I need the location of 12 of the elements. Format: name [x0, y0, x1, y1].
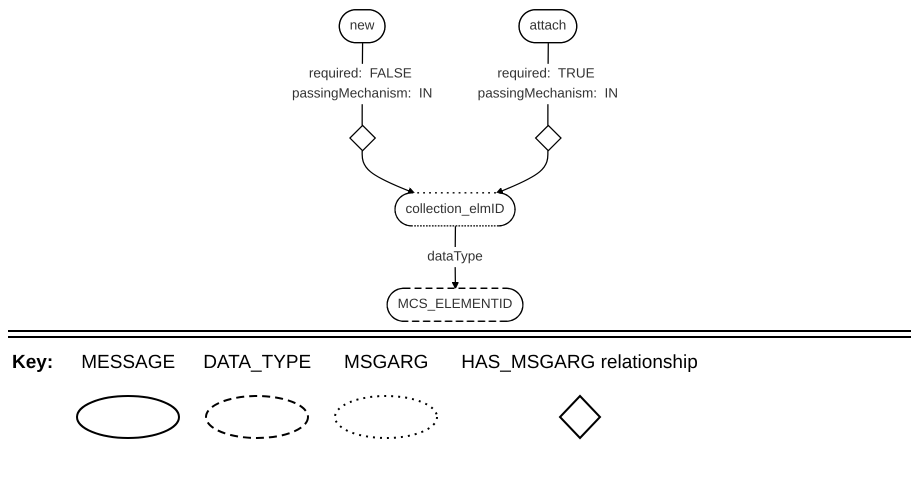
legend-label: DATA_TYPE	[203, 352, 312, 374]
legend-label: MESSAGE	[81, 352, 176, 374]
node-diamond	[535, 124, 562, 152]
arrow	[496, 150, 549, 194]
legend-label: HAS_MSGARG relationship	[461, 352, 698, 374]
node-diamond	[350, 124, 377, 152]
key-heading: Key:	[12, 352, 54, 374]
edge-label: dataType	[428, 248, 484, 264]
edge-label: required: TRUE passingMechanism: IN	[478, 66, 619, 100]
legend-label: MSGARG	[344, 352, 428, 374]
edge-label: required: FALSE passingMechanism: IN	[292, 66, 433, 100]
arrow	[362, 150, 416, 194]
